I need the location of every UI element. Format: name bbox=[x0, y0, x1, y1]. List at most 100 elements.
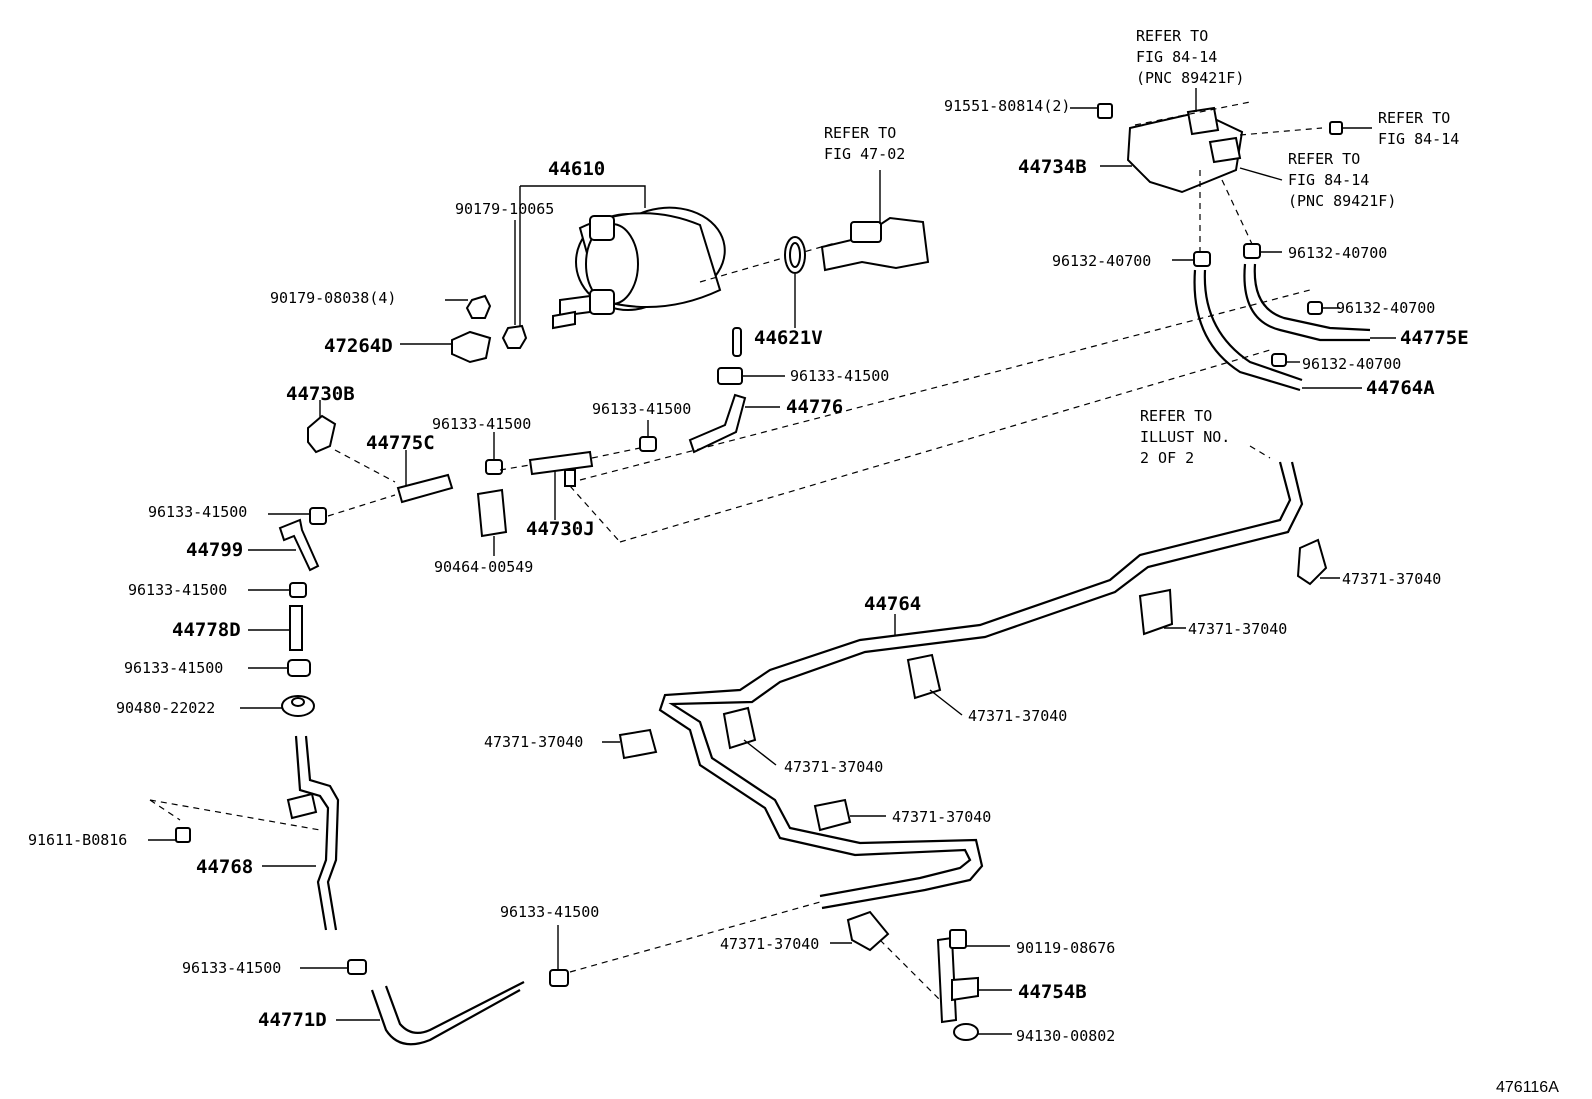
label-44730j: 44730J bbox=[526, 518, 595, 540]
label-refer-84-14-b-l2: FIG 84-14 bbox=[1378, 130, 1459, 148]
label-refer-84-14-a-l2: FIG 84-14 bbox=[1136, 48, 1217, 66]
hose-44775c bbox=[396, 450, 454, 504]
clamp-96133-f bbox=[248, 659, 311, 677]
nut-94130-00802 bbox=[953, 1023, 1012, 1041]
label-refer-47-02-l2: FIG 47-02 bbox=[824, 145, 905, 163]
clamp-96133-b bbox=[591, 420, 657, 459]
label-44754b: 44754B bbox=[1018, 981, 1087, 1003]
clip-47371-d bbox=[722, 706, 777, 766]
bolt-91611-b0816 bbox=[148, 827, 191, 843]
clamp-96133-a bbox=[717, 367, 785, 385]
label-44621v: 44621V bbox=[754, 327, 823, 349]
clip-47371-a bbox=[1296, 538, 1340, 586]
clip-44730b bbox=[307, 400, 396, 483]
label-96133-a: 96133-41500 bbox=[790, 367, 889, 385]
label-96132-a: 96132-40700 bbox=[1052, 252, 1151, 270]
label-47371-g: 47371-37040 bbox=[720, 935, 819, 953]
label-refer-2of2-l3: 2 OF 2 bbox=[1140, 449, 1194, 467]
label-47371-f: 47371-37040 bbox=[892, 808, 991, 826]
label-44764a: 44764A bbox=[1366, 377, 1435, 399]
tee-44730j bbox=[499, 450, 594, 520]
label-refer-84-14-a-l3: (PNC 89421F) bbox=[1136, 69, 1244, 87]
label-90119-08676: 90119-08676 bbox=[1016, 939, 1115, 957]
label-refer-84-14-c-l2: FIG 84-14 bbox=[1288, 171, 1369, 189]
cap-96132-40700-b bbox=[1221, 179, 1282, 259]
label-44610: 44610 bbox=[548, 158, 605, 180]
hose-44778d bbox=[248, 605, 303, 651]
clip-47371-e bbox=[602, 728, 658, 760]
cap-96132-40700-d bbox=[1271, 353, 1300, 367]
label-44775c: 44775C bbox=[366, 432, 435, 454]
label-44764: 44764 bbox=[864, 593, 921, 615]
grommet-90480-22022 bbox=[240, 695, 315, 717]
nut-90179-10065 bbox=[501, 220, 528, 349]
diagram-id: 476116A bbox=[1496, 1079, 1559, 1096]
bolt-90119-08676 bbox=[949, 929, 1010, 949]
clamp-96133-d bbox=[268, 494, 396, 525]
clevis-47264d bbox=[400, 330, 492, 364]
clip-90464-00549 bbox=[476, 488, 508, 556]
clip-47371-g bbox=[830, 910, 890, 952]
label-refer-84-14-c-l1: REFER TO bbox=[1288, 150, 1360, 168]
label-44734b: 44734B bbox=[1018, 156, 1087, 178]
label-44768: 44768 bbox=[196, 856, 253, 878]
label-refer-84-14-b-l1: REFER TO bbox=[1378, 109, 1450, 127]
cap-96132-40700-c bbox=[1307, 301, 1340, 315]
pipe-44768 bbox=[149, 735, 340, 931]
clamp-96133-h bbox=[549, 901, 821, 987]
reference-dashed-lines bbox=[569, 289, 1311, 543]
label-44730b: 44730B bbox=[286, 383, 355, 405]
label-refer-47-02-l1: REFER TO bbox=[824, 124, 896, 142]
hose-44799 bbox=[248, 518, 320, 572]
label-96133-d: 96133-41500 bbox=[148, 503, 247, 521]
clip-47371-c bbox=[906, 653, 963, 716]
hose-44771d bbox=[336, 981, 525, 1046]
label-refer-84-14-a-l1: REFER TO bbox=[1136, 27, 1208, 45]
label-96133-f: 96133-41500 bbox=[124, 659, 223, 677]
pipe-44764a bbox=[1193, 269, 1362, 392]
pipe-44764 bbox=[658, 461, 1304, 910]
bolt-refer-84-14-b bbox=[1329, 121, 1372, 135]
label-90480-22022: 90480-22022 bbox=[116, 699, 215, 717]
nut-90179-08038 bbox=[445, 294, 492, 319]
label-refer-2of2-l2: ILLUST NO. bbox=[1140, 428, 1230, 446]
label-47371-b: 47371-37040 bbox=[1188, 620, 1287, 638]
label-96133-e: 96133-41500 bbox=[128, 581, 227, 599]
label-47371-e: 47371-37040 bbox=[484, 733, 583, 751]
label-96132-c: 96132-40700 bbox=[1336, 299, 1435, 317]
clamp-96133-c bbox=[485, 432, 503, 475]
clip-47371-f bbox=[813, 798, 886, 832]
label-44778d: 44778D bbox=[172, 619, 241, 641]
clamp-96133-e bbox=[248, 582, 307, 598]
label-96133-c: 96133-41500 bbox=[432, 415, 531, 433]
label-94130-00802: 94130-00802 bbox=[1016, 1027, 1115, 1045]
clip-47371-b bbox=[1138, 588, 1186, 636]
label-47371-a: 47371-37040 bbox=[1342, 570, 1441, 588]
label-47371-d: 47371-37040 bbox=[784, 758, 883, 776]
master-cylinder-ref bbox=[820, 170, 930, 272]
label-91611-b0816: 91611-B0816 bbox=[28, 831, 127, 849]
hose-44775e bbox=[1243, 263, 1396, 342]
label-96132-b: 96132-40700 bbox=[1288, 244, 1387, 262]
label-44771d: 44771D bbox=[258, 1009, 327, 1031]
label-44775e: 44775E bbox=[1400, 327, 1469, 349]
label-90464-00549: 90464-00549 bbox=[434, 558, 533, 576]
gasket-44621v bbox=[784, 236, 806, 328]
brake-booster-group bbox=[519, 185, 836, 357]
label-96132-d: 96132-40700 bbox=[1302, 355, 1401, 373]
label-refer-84-14-c-l3: (PNC 89421F) bbox=[1288, 192, 1396, 210]
label-47264d: 47264D bbox=[324, 335, 393, 357]
label-90179-10065: 90179-10065 bbox=[455, 200, 554, 218]
label-44776: 44776 bbox=[786, 396, 843, 418]
label-96133-b: 96133-41500 bbox=[592, 400, 691, 418]
label-90179-08038: 90179-08038(4) bbox=[270, 289, 396, 307]
label-91551-80814: 91551-80814(2) bbox=[944, 97, 1070, 115]
bolt-91551-80814 bbox=[1070, 103, 1113, 119]
label-96133-h: 96133-41500 bbox=[500, 903, 599, 921]
label-96133-g: 96133-41500 bbox=[182, 959, 281, 977]
label-44799: 44799 bbox=[186, 539, 243, 561]
cap-96132-40700-a bbox=[1172, 170, 1211, 267]
bracket-44734b bbox=[1100, 88, 1323, 194]
